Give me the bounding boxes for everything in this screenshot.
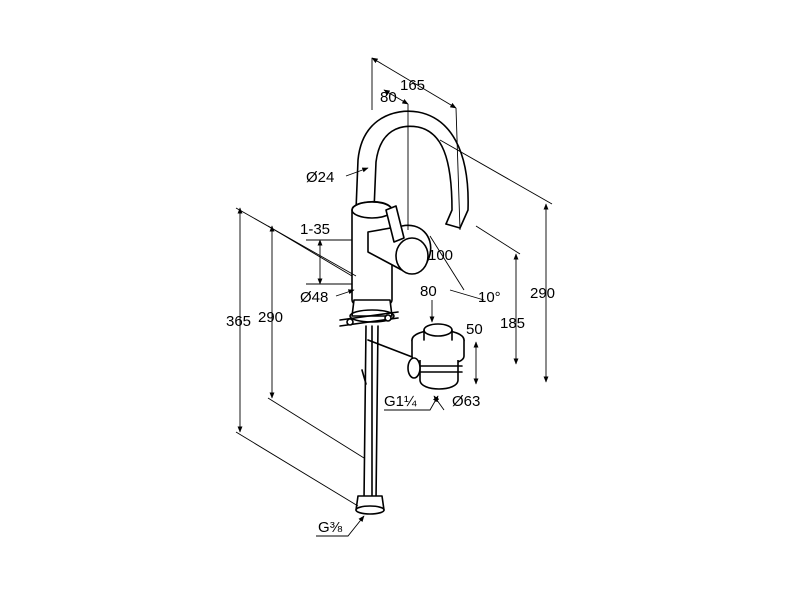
dim-travel: 1-35: [300, 221, 330, 238]
dim-165: 165: [400, 77, 425, 94]
dim-waste-dia: Ø63: [452, 393, 480, 410]
dimension-labels: 165 80 Ø24 1-35 100 Ø48 80 10° 290 185 5…: [226, 77, 555, 536]
waste-drain: [407, 323, 465, 390]
dimension-lines: [235, 57, 553, 537]
faucet-body: [339, 110, 469, 515]
dim-290-left: 290: [258, 309, 283, 326]
dim-365: 365: [226, 313, 251, 330]
dim-80-top: 80: [380, 89, 397, 106]
dim-290-right: 290: [530, 285, 555, 302]
dim-body-dia: Ø48: [300, 289, 328, 306]
dim-80-mid: 80: [420, 283, 437, 300]
dim-inlet-thread: G⅜: [318, 519, 343, 536]
dim-185: 185: [500, 315, 525, 332]
dim-angle: 10°: [478, 289, 501, 306]
dim-100: 100: [428, 247, 453, 264]
dim-waste-thread: G1¼: [384, 393, 417, 410]
dim-50: 50: [466, 321, 483, 338]
dim-pipe-dia: Ø24: [306, 169, 334, 186]
